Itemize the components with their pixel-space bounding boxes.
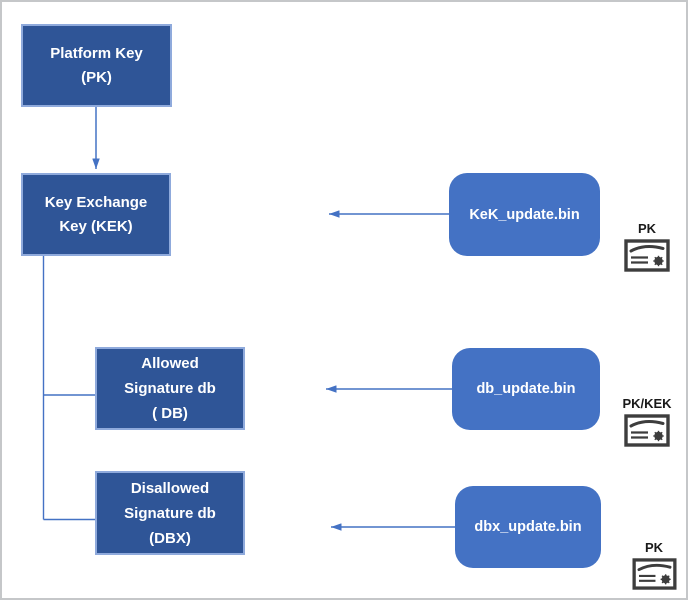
certificate-pk-for-kek-update: PK xyxy=(617,221,677,272)
certificate-icon xyxy=(624,414,670,447)
box-label-line: Signature db xyxy=(124,380,216,397)
certificate-pk-for-dbx-update: PK xyxy=(624,540,684,590)
dbx-update-file-box: dbx_update.bin xyxy=(455,486,601,568)
seal-icon xyxy=(660,574,671,585)
key-exchange-key-box: Key Exchange Key (KEK) xyxy=(21,173,171,256)
box-label-line: (DBX) xyxy=(149,529,191,547)
seal-icon xyxy=(653,430,664,442)
platform-key-box: Platform Key (PK) xyxy=(21,24,172,107)
box-label-line: Key Exchange xyxy=(44,193,148,211)
box-label-line: Signature db xyxy=(124,504,216,522)
update-file-label: KeK_update.bin xyxy=(469,206,580,223)
connector-kek-db-dbx xyxy=(42,256,95,521)
certificate-pk-kek-for-db-update: PK/KEK xyxy=(612,396,682,447)
kek-update-file-box: KeK_update.bin xyxy=(449,173,600,256)
box-label-line: Platform Key xyxy=(50,44,143,62)
certificate-icon xyxy=(631,558,677,590)
box-label-line: Key (KEK) xyxy=(59,217,133,235)
seal-icon xyxy=(653,255,664,267)
box-label-line: Disallowed xyxy=(130,479,210,497)
disallowed-signature-dbx-box: Disallowed Signature db (DBX) xyxy=(95,471,245,555)
box-label-line: (PK) xyxy=(81,68,112,86)
update-file-label: dbx_update.bin xyxy=(474,519,582,535)
certificate-label: PK xyxy=(637,221,657,236)
certificate-label: PK xyxy=(644,540,664,555)
certificate-icon xyxy=(624,239,670,272)
db-update-file-box: db_update.bin xyxy=(452,348,600,430)
certificate-label: PK/KEK xyxy=(622,396,672,411)
box-label-line: ( DB) xyxy=(152,405,188,422)
update-file-label: db_update.bin xyxy=(476,381,576,397)
box-label-line: Allowed xyxy=(141,355,199,372)
allowed-signature-db-box: Allowed Signature db ( DB) xyxy=(95,347,245,430)
